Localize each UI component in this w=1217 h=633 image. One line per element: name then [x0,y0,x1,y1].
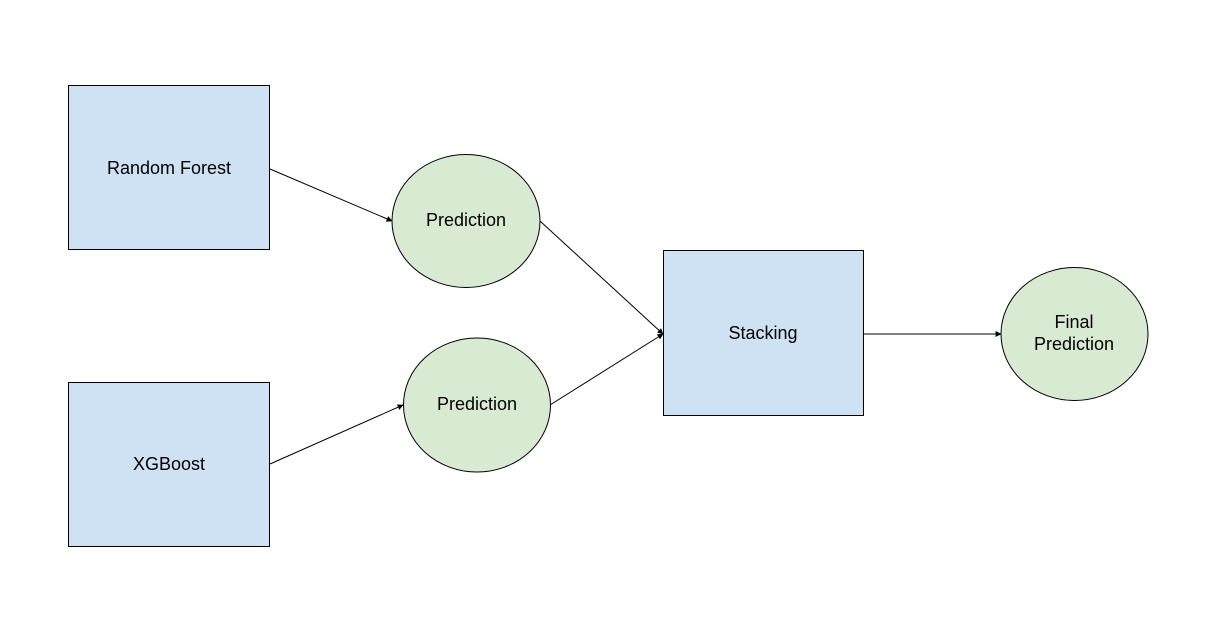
prediction-1-label: Prediction [426,210,506,230]
node-prediction-2: Prediction [403,337,551,473]
stacking-box [663,250,864,416]
edge-prediction-2-to-stacking [549,333,664,406]
node-xgboost: XGBoost [68,382,270,547]
prediction-2-label: Prediction [437,394,517,414]
prediction-1-ellipse [391,154,541,288]
final-prediction-label-line2: Prediction [1034,334,1114,354]
edge-prediction-1-to-stacking [539,220,664,335]
random-forest-label: Random Forest [107,158,231,178]
final-prediction-ellipse [1000,267,1149,401]
node-final-prediction: Final Prediction [1000,267,1149,401]
node-prediction-1: Prediction [391,154,541,288]
edge-random-forest-to-prediction-1 [269,168,393,222]
random-forest-box [68,85,270,250]
node-random-forest: Random Forest [68,85,270,250]
edges [269,168,1002,465]
node-stacking: Stacking [663,250,864,416]
xgboost-label: XGBoost [133,454,205,474]
edge-xgboost-to-prediction-2 [269,404,404,465]
xgboost-box [68,382,270,547]
stacking-label: Stacking [728,323,797,343]
final-prediction-label-line1: Final [1054,312,1093,332]
prediction-2-ellipse [403,337,551,473]
